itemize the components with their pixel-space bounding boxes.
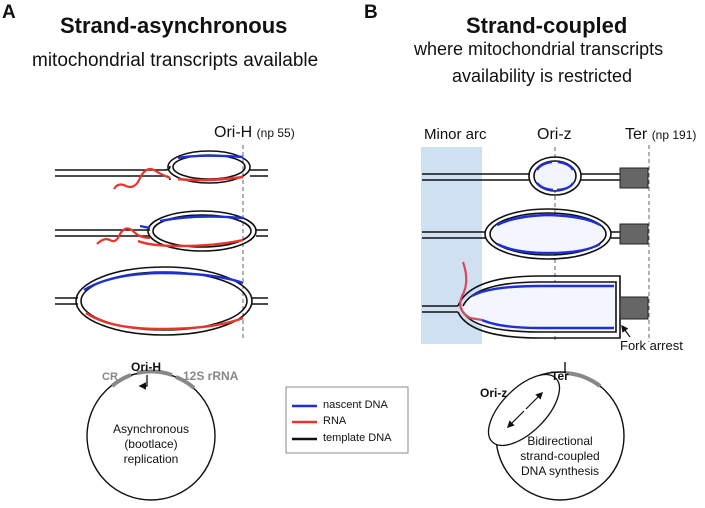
ori-z-label: Ori-z	[537, 126, 572, 143]
panel-b-letter: B	[364, 2, 378, 23]
circle-b-ori-label: Ori-z	[480, 386, 508, 400]
panel-a-replication-diagrams	[55, 145, 268, 501]
minor-arc-label: Minor arc	[424, 126, 487, 143]
replication-bubble-a1	[55, 150, 268, 190]
replication-bubble-b2	[422, 208, 649, 260]
replication-bubble-a2	[55, 210, 268, 252]
panel-b-subtitle-line2: availability is restricted	[452, 66, 633, 86]
legend	[285, 386, 409, 454]
ter-np: (np 191)	[651, 128, 697, 142]
ter-label: Ter (np 191)	[625, 126, 697, 143]
ori-h-np: (np 55)	[256, 126, 295, 140]
circle-b-ter-label: Ter	[551, 369, 569, 383]
circle-a-rrna-label: 12S rRNA	[183, 369, 239, 383]
legend-label-rna: RNA	[323, 415, 347, 427]
mtdna-circle-a	[86, 369, 216, 501]
circle-a-caption: Asynchronous (bootlace) replication	[112, 422, 190, 466]
circle-a-ori-label: Ori-H	[131, 360, 161, 374]
replication-bubble-a3	[55, 266, 268, 336]
legend-label-template: template DNA	[323, 432, 392, 444]
panel-b-subtitle-line1: where mitochondrial transcripts	[414, 39, 664, 59]
panel-a-subtitle: mitochondrial transcripts available	[32, 50, 319, 71]
legend-label-nascent: nascent DNA	[323, 399, 388, 411]
fork-arrest-label: Fork arrest	[620, 338, 683, 353]
mtdna-circle-b	[487, 362, 625, 501]
panel-a-title: Strand-asynchronous	[60, 13, 288, 38]
ori-h-label: Ori-H (np 55)	[214, 124, 295, 141]
panel-a-letter: A	[2, 2, 16, 23]
panel-b-title: Strand-coupled	[466, 13, 628, 38]
circle-a-cr-label: CR	[102, 371, 118, 383]
replication-bubble-b3	[422, 261, 649, 339]
circle-b-caption: Bidirectional strand-coupled DNA synthes…	[520, 434, 600, 478]
panel-b-replication-diagrams	[421, 145, 650, 501]
replication-bubble-b1	[422, 156, 649, 196]
